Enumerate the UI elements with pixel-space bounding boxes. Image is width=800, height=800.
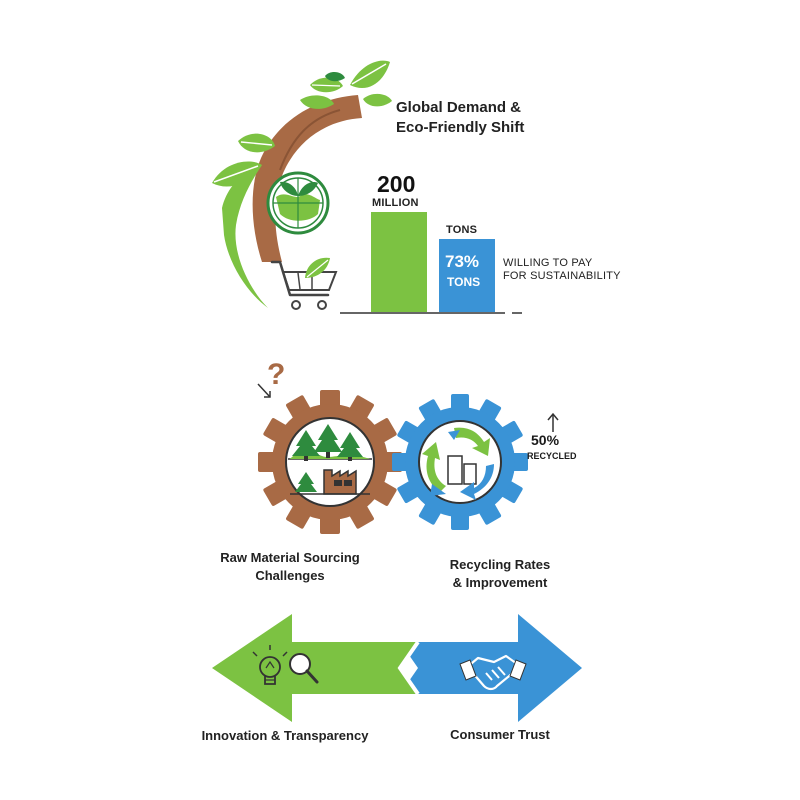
- magnifier-icon: [289, 653, 319, 684]
- bar-green: [371, 212, 427, 312]
- factory-icon: [323, 469, 357, 495]
- leaf-icon: [212, 60, 392, 187]
- recycled-label: RECYCLED: [527, 451, 577, 461]
- bar1-unit: MILLION: [372, 197, 419, 209]
- gear-blue: [392, 394, 528, 530]
- arrow-left-green: [212, 614, 418, 722]
- arrow-right-blue: [400, 614, 582, 722]
- side-label-line-2: FOR SUSTAINABILITY: [503, 270, 621, 282]
- consumer-trust-label: Consumer Trust: [450, 727, 550, 742]
- raw-material-label-line-1: Raw Material Sourcing: [220, 550, 360, 565]
- bar1-value: 200: [377, 171, 416, 197]
- innovation-label: Innovation & Transparency: [201, 728, 369, 743]
- trunk-grain: [279, 109, 341, 171]
- arrow-up-icon: [547, 412, 559, 432]
- recycling-label-line-1: Recycling Rates: [449, 557, 551, 572]
- tree-trunk: [252, 95, 362, 262]
- bar-blue: [439, 239, 495, 312]
- recycle-icon: [422, 427, 494, 500]
- globe-icon: [266, 171, 330, 235]
- title-line-2: Eco-Friendly Shift: [396, 119, 525, 136]
- title-line-1: Global Demand &: [396, 99, 522, 116]
- bar2-value: 73%: [445, 252, 480, 271]
- arrow-down-right-icon: [257, 383, 271, 398]
- gear-brown: [258, 390, 402, 534]
- lightbulb-icon: [252, 645, 288, 685]
- shopping-cart-icon: [270, 257, 338, 310]
- bar2-caption: TONS: [446, 224, 478, 236]
- handshake-icon: [459, 654, 527, 691]
- recycling-label-line-2: & Improvement: [452, 575, 548, 590]
- green-vine: [222, 165, 268, 308]
- tree-icon: [292, 424, 363, 492]
- recycled-value: 50%: [531, 432, 560, 448]
- question-icon: ?: [267, 358, 286, 391]
- raw-material-label-line-2: Challenges: [255, 568, 325, 583]
- side-label-line-1: WILLING TO PAY: [503, 257, 593, 269]
- bar2-unit: TONS: [447, 275, 481, 289]
